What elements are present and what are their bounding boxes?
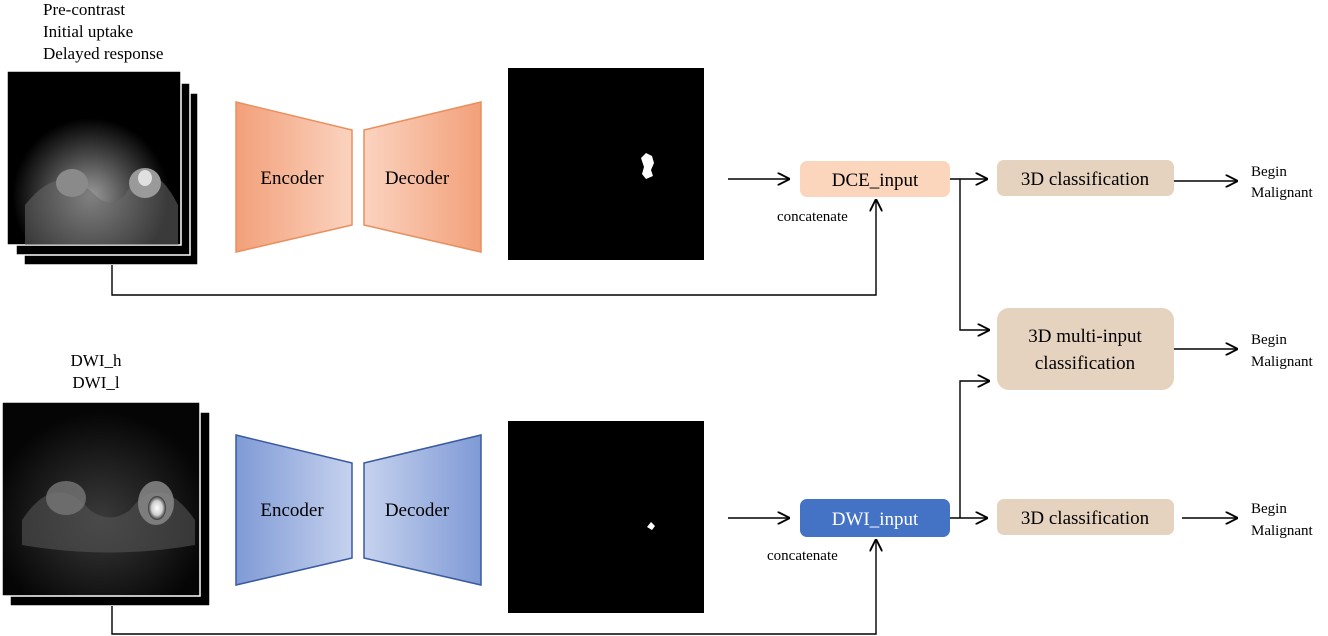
dwi-input-box [800, 499, 950, 537]
dwi-mask-lesion [647, 522, 655, 530]
dce-input-label: DCE_input [832, 170, 919, 191]
dce-sequence-label: Pre-contrast [43, 0, 125, 19]
dce-decoder [363, 101, 482, 253]
dce-sequence-label: Delayed response [43, 44, 163, 63]
dce-to-multi-arrow [959, 179, 990, 330]
dce-output-label: Malignant [1251, 185, 1313, 201]
dwi-output-label: Begin [1251, 501, 1287, 517]
dwi-encoder-label: Encoder [260, 500, 324, 521]
multi-output-label: Malignant [1251, 354, 1313, 370]
dwi-lesion [148, 496, 166, 520]
dwi-sequence-label: DWI_h [71, 351, 122, 370]
dwi-classifier-label: 3D classification [1021, 508, 1150, 529]
dce-classifier-label: 3D classification [1021, 169, 1150, 190]
dce-segmentation-mask [508, 68, 704, 260]
dwi-decoder [363, 434, 482, 586]
dce-lesion [138, 170, 152, 186]
dwi-classifier-box [997, 499, 1174, 535]
dwi-decoder-label: Decoder [385, 500, 450, 521]
multi-classifier-label: classification [1035, 353, 1136, 374]
dwi-breast-left [46, 481, 86, 515]
dwi-mri-stack [1, 401, 211, 607]
dce-breast-left [56, 169, 88, 197]
dce-encoder [235, 101, 353, 253]
dce-classifier-box [997, 160, 1174, 196]
dwi-segmentation-mask [508, 421, 704, 613]
dwi-input-label: DWI_input [832, 509, 919, 530]
dce-sequence-label: Initial uptake [43, 22, 133, 41]
dce-concat-label: concatenate [777, 209, 848, 225]
dce-output-label: Begin [1251, 164, 1287, 180]
dwi-output-label: Malignant [1251, 523, 1313, 539]
dwi-encoder [235, 434, 353, 586]
dce-mri-stack [6, 70, 199, 266]
dwi-concat-label: concatenate [767, 548, 838, 564]
multi-classifier-box [997, 308, 1174, 390]
multi-output-label: Begin [1251, 332, 1287, 348]
dwi-skip-connection [111, 539, 876, 635]
dce-sequence-labels: Pre-contrast Initial uptake Delayed resp… [43, 0, 163, 63]
dce-input-box [800, 161, 950, 197]
dce-skip-connection [111, 199, 876, 296]
dwi-sequence-label: DWI_l [72, 373, 119, 392]
dce-decoder-label: Decoder [385, 168, 450, 189]
dwi-to-multi-arrow [959, 381, 990, 518]
dce-encoder-label: Encoder [260, 168, 324, 189]
multi-classifier-label: 3D multi-input [1028, 326, 1142, 347]
dce-mask-lesion [641, 153, 654, 179]
